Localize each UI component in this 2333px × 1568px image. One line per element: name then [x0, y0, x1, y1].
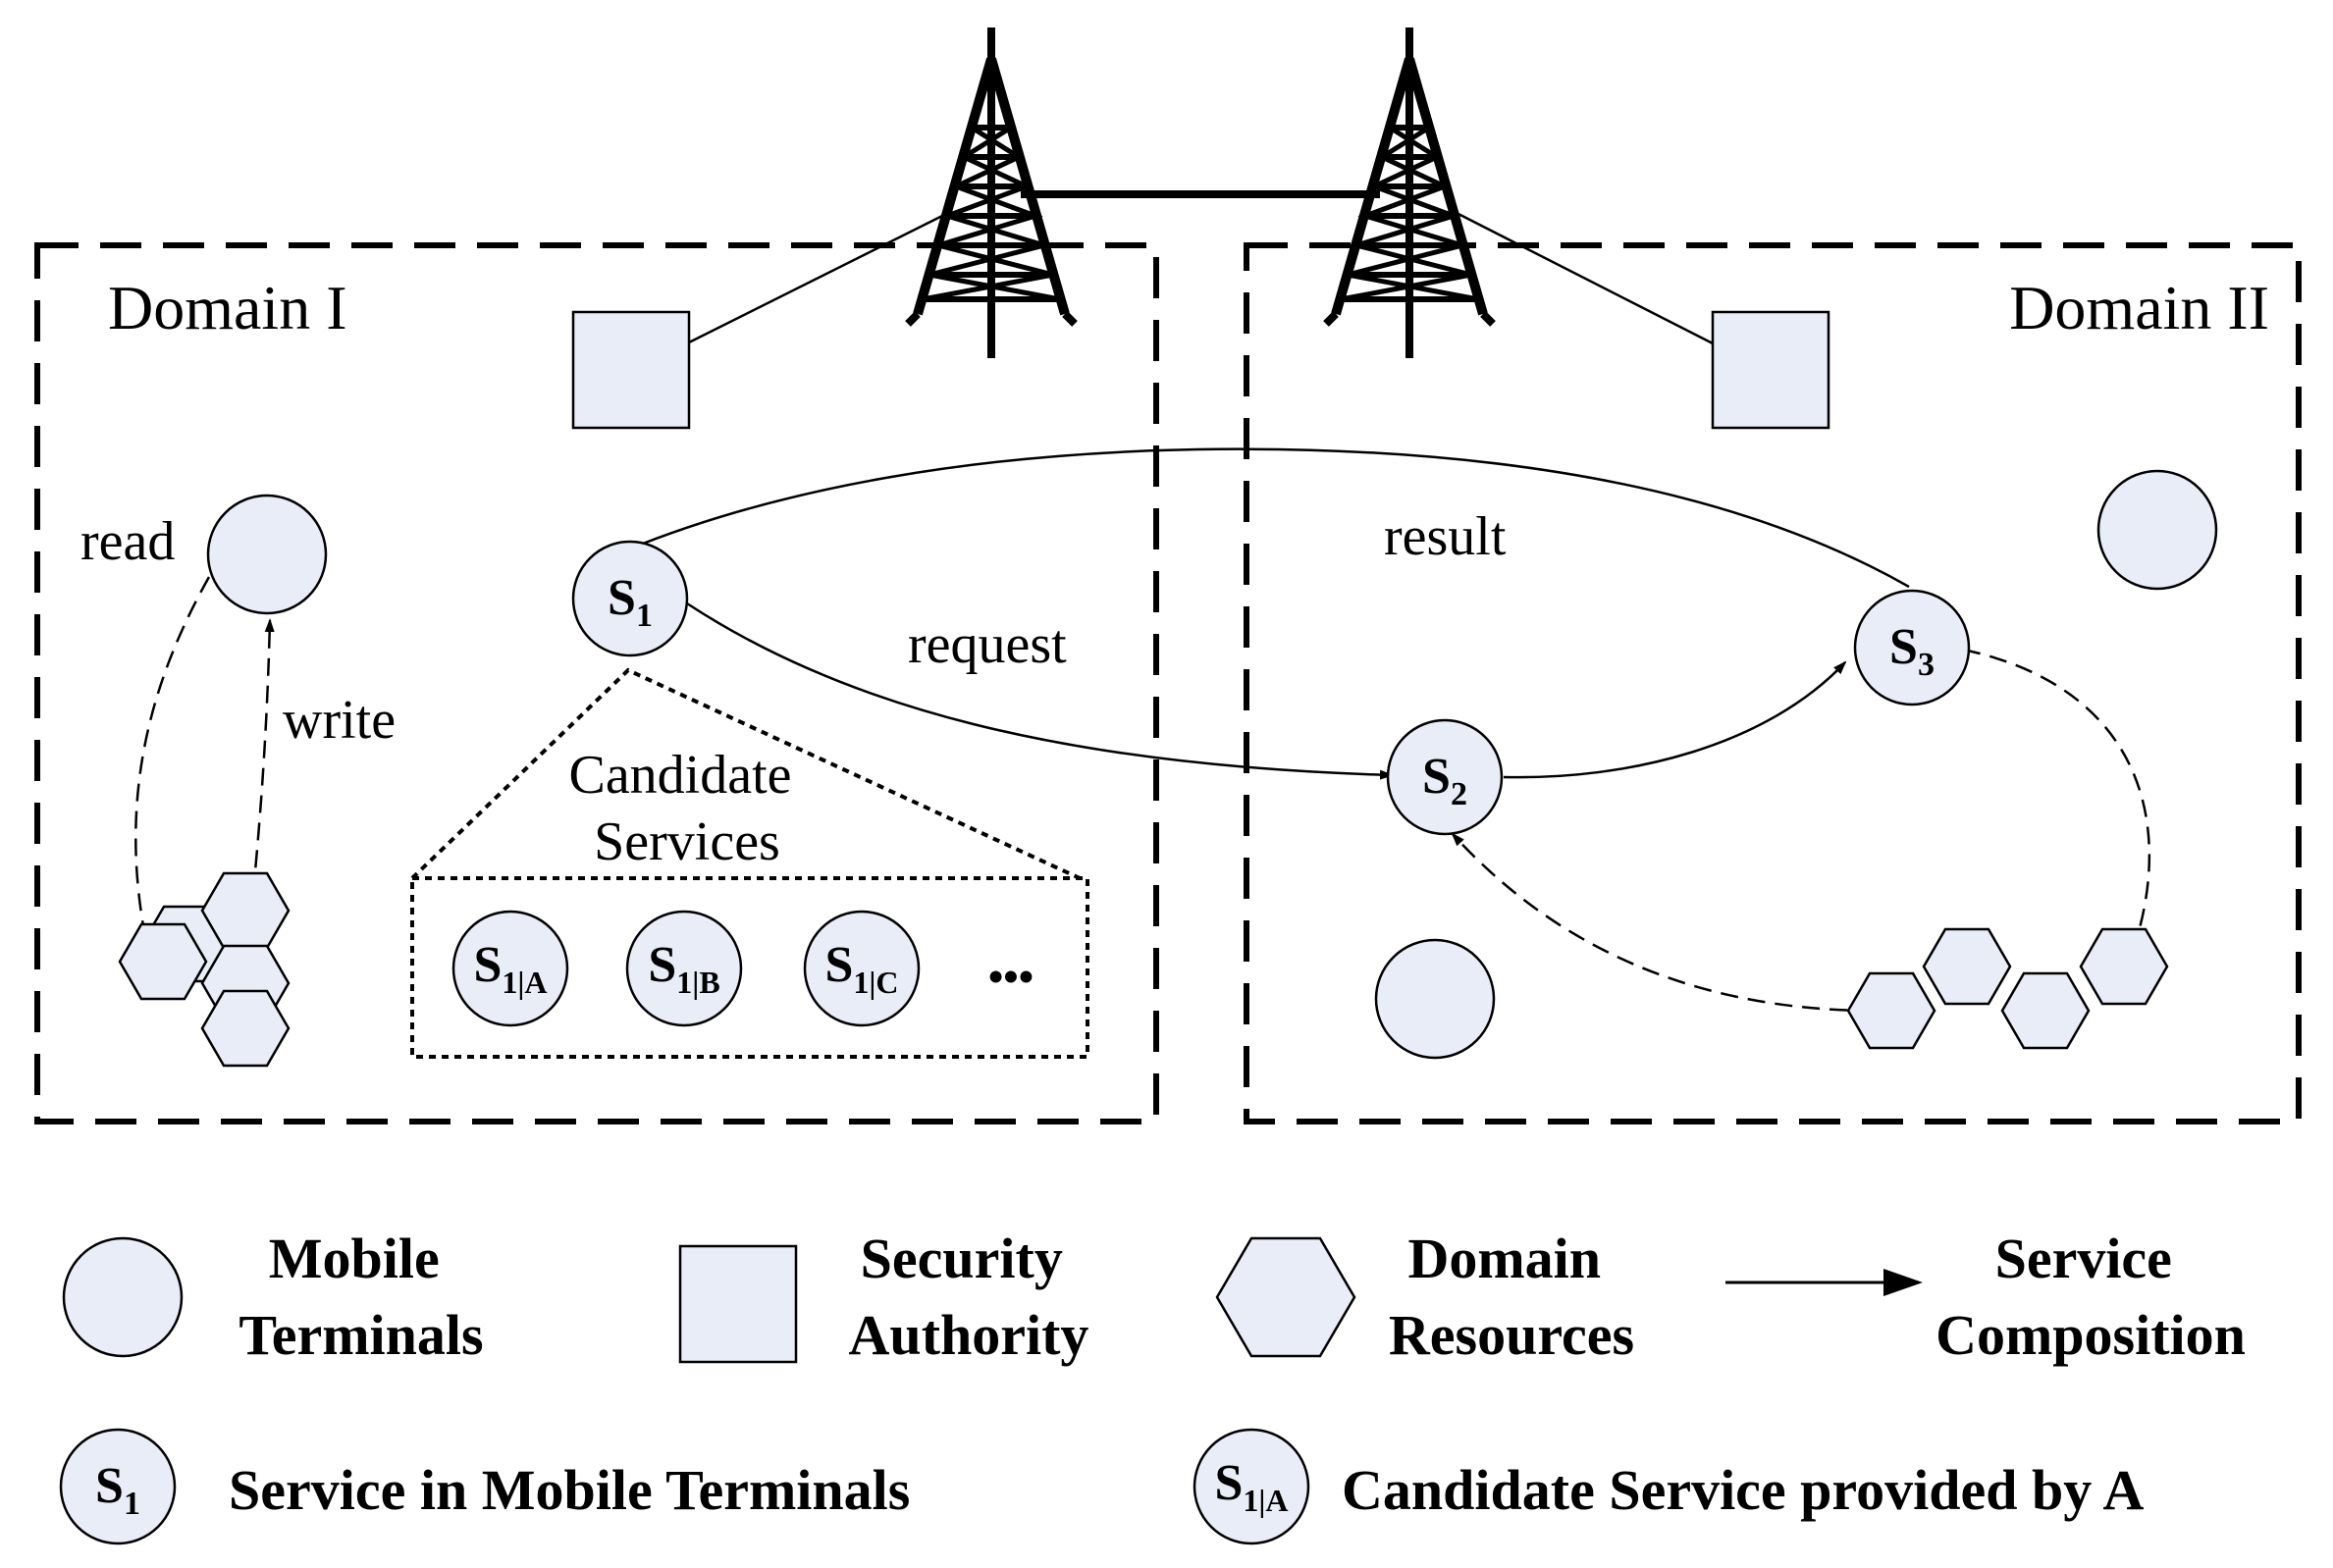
- mobile-terminal-node: [206, 494, 328, 615]
- legend-candidate-icon: S1|A: [1193, 1428, 1310, 1545]
- svg-text:S3: S3: [1889, 619, 1935, 683]
- svg-text:Service Composition: Service Composition: [1935, 1227, 2246, 1367]
- mobile-terminal-node: [1374, 938, 1496, 1060]
- request-arrow: [686, 601, 1394, 780]
- domain-2-label: Domain II: [2009, 273, 2269, 342]
- candidate-services-box: [410, 876, 1089, 1059]
- write-label: write: [283, 690, 396, 751]
- domain-resources-node: [118, 871, 291, 1068]
- candidate-service-node: S1|A: [451, 910, 569, 1027]
- request-label: request: [908, 614, 1067, 675]
- resource-arrow: [1451, 832, 1876, 1013]
- svg-text:S1|A: S1|A: [1214, 1455, 1288, 1518]
- legend-service-icon: S1: [59, 1428, 177, 1545]
- candidate-service-node: S1|C: [803, 910, 921, 1027]
- legend: Mobile Terminals Security Authority Doma…: [59, 1227, 2246, 1545]
- domain-resources-node: [1846, 927, 2169, 1050]
- service-node-s2: S2: [1386, 718, 1504, 836]
- legend-candidate-text: Candidate Service provided by A: [1342, 1458, 2145, 1522]
- domain-1-label: Domain I: [108, 273, 347, 342]
- candidate-title: Candidate Services: [568, 745, 805, 872]
- legend-hexagon-icon: [1215, 1236, 1356, 1358]
- svg-text:S1: S1: [608, 570, 653, 634]
- legend-security-icon: [678, 1244, 798, 1364]
- svg-text:Security Authority: Security Authority: [849, 1227, 1089, 1367]
- service-node-s1: S1: [571, 540, 689, 657]
- svg-text:S1: S1: [95, 1458, 140, 1522]
- authority-link: [1452, 209, 1714, 345]
- result-label: result: [1384, 506, 1507, 567]
- candidate-fan: [410, 667, 1081, 880]
- svg-text:Domain Resources: Domain Resources: [1389, 1227, 1634, 1367]
- legend-service-text: Service in Mobile Terminals: [229, 1458, 910, 1522]
- legend-mobile-icon: [62, 1236, 184, 1358]
- mobile-terminal-node: [2096, 469, 2218, 591]
- svg-text:S1|A: S1|A: [473, 937, 547, 1000]
- domain-2-box: [1244, 242, 2302, 1124]
- svg-text:S2: S2: [1422, 749, 1467, 812]
- read-label: read: [80, 511, 175, 572]
- domain-1-box: [34, 242, 1159, 1124]
- read-arrow: [134, 576, 211, 949]
- security-authority-node: [571, 310, 691, 430]
- svg-text:S1|C: S1|C: [824, 937, 898, 1000]
- security-authority-node: [1711, 310, 1830, 430]
- service-node-s3: S3: [1853, 589, 1971, 706]
- svg-text:S1|B: S1|B: [648, 937, 719, 1000]
- resource-arrow: [1962, 648, 2151, 962]
- authority-link: [686, 209, 953, 345]
- composition-arrow: [1503, 660, 1847, 779]
- tower-icon: [905, 27, 1078, 358]
- candidate-ellipsis: •••: [988, 953, 1034, 1001]
- tower-icon: [1323, 27, 1496, 358]
- candidate-service-node: S1|B: [625, 910, 743, 1027]
- result-arrow: [626, 447, 1910, 589]
- svg-text:Mobile Terminals: Mobile Terminals: [239, 1227, 483, 1367]
